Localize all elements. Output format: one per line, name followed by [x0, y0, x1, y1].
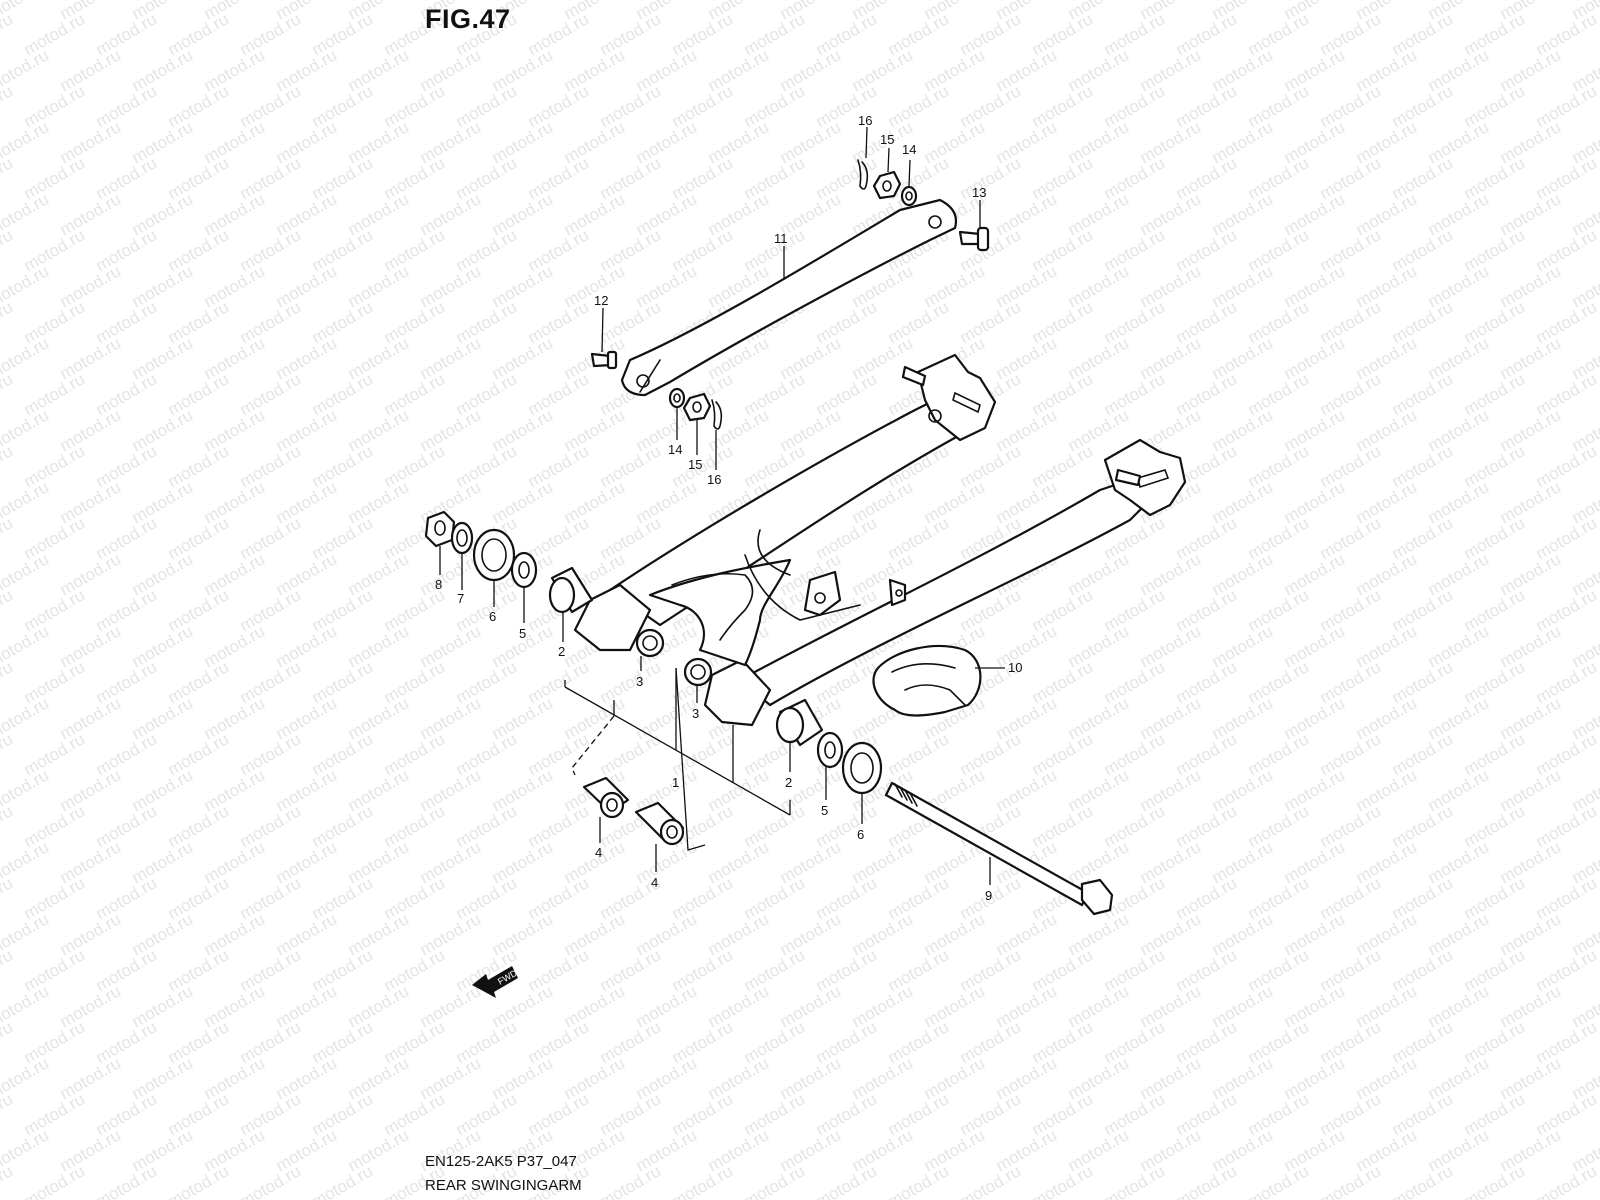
- callouts: 16 15 14 13 11 12 14 15 16: [435, 113, 1022, 903]
- washer-7: [450, 521, 474, 555]
- figure-code: EN125-2AK5 P37_047: [425, 1153, 577, 1170]
- nut-8: [424, 510, 456, 548]
- callout-15-bottom: 15: [688, 457, 702, 472]
- bushing-3-right: [683, 657, 713, 687]
- assembly-bracket: [564, 667, 791, 851]
- callout-8: 8: [435, 577, 442, 592]
- callout-15-top: 15: [880, 132, 894, 147]
- callout-11: 11: [774, 231, 788, 246]
- callout-12: 12: [594, 293, 608, 308]
- callout-14-top: 14: [902, 142, 916, 157]
- figure-name: REAR SWINGINGARM: [425, 1177, 582, 1194]
- bolt-13: [958, 226, 990, 252]
- callout-1: 1: [672, 775, 679, 790]
- washer-5-left: [510, 551, 538, 589]
- callout-4-a: 4: [595, 845, 602, 860]
- dust-seal-6-left: [472, 528, 516, 582]
- dust-seal-6-right: [841, 741, 883, 795]
- callout-3-right: 3: [692, 706, 699, 721]
- nut-15-top: [872, 170, 902, 200]
- callout-9: 9: [985, 888, 992, 903]
- bushing-2-right: [775, 698, 824, 747]
- washer-14-bottom: [668, 387, 686, 409]
- bushing-3-left: [635, 628, 665, 658]
- bolt-12: [590, 350, 618, 370]
- torque-link: [620, 198, 958, 397]
- figure-title: FIG.47: [425, 4, 511, 34]
- fwd-arrow-icon: FWD: [472, 966, 519, 998]
- bushing-4-a: [582, 776, 630, 819]
- callout-13: 13: [972, 185, 986, 200]
- callout-2-right: 2: [785, 775, 792, 790]
- callout-4-b: 4: [651, 875, 658, 890]
- cotter-pin-16-bottom: [711, 399, 723, 430]
- nut-15-bottom: [682, 392, 712, 422]
- callout-3-left: 3: [636, 674, 643, 689]
- callout-14-bottom: 14: [668, 442, 682, 457]
- cotter-pin-16-top: [857, 159, 869, 190]
- washer-5-right: [816, 731, 844, 769]
- swingarm: [573, 353, 1187, 727]
- callout-2-left: 2: [558, 644, 565, 659]
- callout-6-right: 6: [857, 827, 864, 842]
- callout-5-right: 5: [821, 803, 828, 818]
- chain-guard: [872, 644, 982, 717]
- callout-16-top: 16: [858, 113, 872, 128]
- bushing-4-b: [634, 801, 685, 846]
- callout-16-bottom: 16: [707, 472, 721, 487]
- callout-6-left: 6: [489, 609, 496, 624]
- washer-14-top: [900, 185, 918, 207]
- bushing-2-left: [548, 566, 594, 614]
- callout-5-left: 5: [519, 626, 526, 641]
- pivot-shaft: [884, 781, 1114, 916]
- callout-7: 7: [457, 591, 464, 606]
- callout-10: 10: [1008, 660, 1022, 675]
